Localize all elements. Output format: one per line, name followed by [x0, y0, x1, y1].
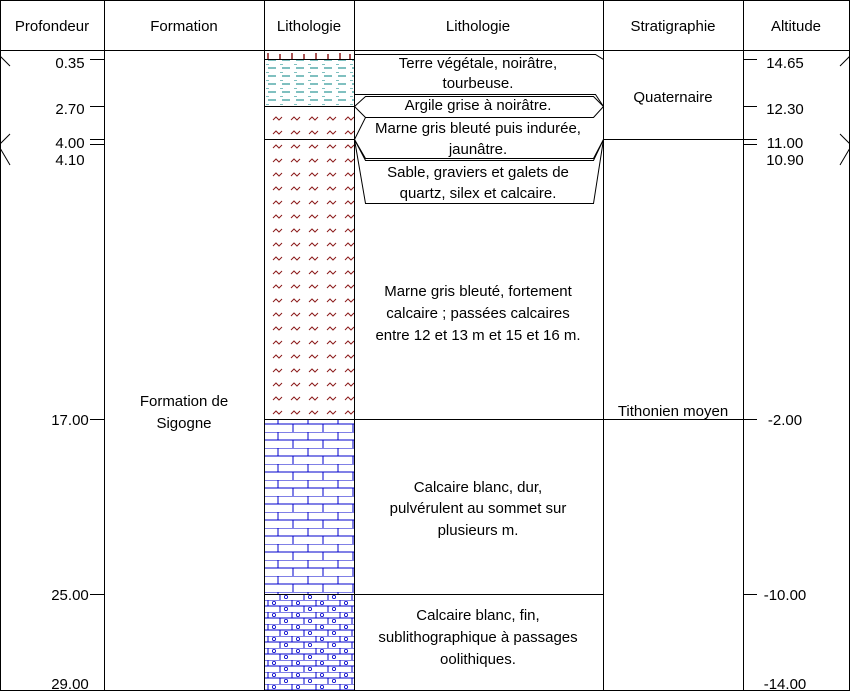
altitude-label: -2.00	[768, 412, 802, 429]
depth-label: 4.10	[55, 152, 84, 169]
depth-label: 17.00	[51, 412, 89, 429]
desc-box-4	[354, 139, 604, 204]
altitude-label: 12.30	[766, 101, 804, 118]
header-altitude: Altitude	[771, 18, 821, 35]
desc-line: Argile grise à noirâtre.	[405, 97, 552, 114]
desc-line: pulvérulent au sommet sur	[390, 500, 567, 517]
altitude-label: 14.65	[766, 55, 804, 72]
desc-line: Calcaire blanc, dur,	[414, 479, 542, 496]
topsoil-ticks	[267, 53, 351, 59]
desc-line: oolithiques.	[440, 651, 516, 668]
description-texts: Terre végétale, noirâtre, tourbeuse. Arg…	[375, 55, 581, 668]
layer-fill-oolitic	[265, 595, 354, 690]
altitude-label: 11.00	[767, 135, 803, 152]
desc-line: sublithographique à passages	[378, 629, 577, 646]
altitude-scale	[743, 55, 850, 595]
lithology-column	[264, 53, 354, 690]
desc-box-2	[354, 96, 604, 107]
depth-label: 4.00	[55, 135, 84, 152]
header-profondeur: Profondeur	[15, 18, 89, 35]
desc-box-1	[354, 54, 604, 60]
header-formation: Formation	[150, 18, 218, 35]
header-row: Profondeur Formation Lithologie Litholog…	[15, 18, 821, 35]
altitude-label: -14.00	[764, 676, 807, 691]
depth-label: 2.70	[55, 101, 84, 118]
altitude-labels: 14.65 12.30 11.00 10.90 -2.00 -10.00 -14…	[764, 55, 807, 691]
layer-fill-peat	[265, 59, 354, 106]
desc-line: tourbeuse.	[443, 75, 514, 92]
desc-line: entre 12 et 13 m et 15 et 16 m.	[375, 327, 580, 344]
depth-label: 25.00	[51, 587, 89, 604]
desc-line: calcaire ; passées calcaires	[386, 305, 569, 322]
desc-line: quartz, silex et calcaire.	[400, 185, 557, 202]
header-lithologie-column: Lithologie	[277, 18, 341, 35]
altitude-label: 10.90	[766, 152, 804, 169]
strat-tithonien: Tithonien moyen	[618, 403, 728, 420]
depth-label: 0.35	[55, 55, 84, 72]
desc-line: Marne gris bleuté puis indurée,	[375, 120, 581, 137]
formation-label-line2: Sigogne	[156, 415, 211, 432]
formation-label-line1: Formation de	[140, 393, 228, 410]
depth-label: 29.00	[51, 676, 89, 691]
layer-fill-marl	[265, 140, 354, 419]
altitude-label: -10.00	[764, 587, 807, 604]
layer-fill-limestone	[265, 420, 354, 594]
depth-labels: 0.35 2.70 4.00 4.10 17.00 25.00 29.00	[51, 55, 89, 691]
strat-quaternaire: Quaternaire	[633, 89, 712, 106]
desc-line: Marne gris bleuté, fortement	[384, 283, 572, 300]
desc-line: plusieurs m.	[438, 522, 519, 539]
header-lithologie-description: Lithologie	[446, 18, 510, 35]
header-stratigraphie: Stratigraphie	[630, 18, 715, 35]
topsoil-cap	[265, 53, 354, 59]
desc-line: jaunâtre.	[448, 141, 507, 158]
depth-scale	[0, 55, 104, 595]
desc-line: Calcaire blanc, fin,	[416, 607, 539, 624]
desc-line: Sable, graviers et galets de	[387, 164, 569, 181]
description-column	[354, 54, 743, 595]
desc-line: Terre végétale, noirâtre,	[399, 55, 557, 72]
layer-fill-clay	[265, 106, 354, 140]
